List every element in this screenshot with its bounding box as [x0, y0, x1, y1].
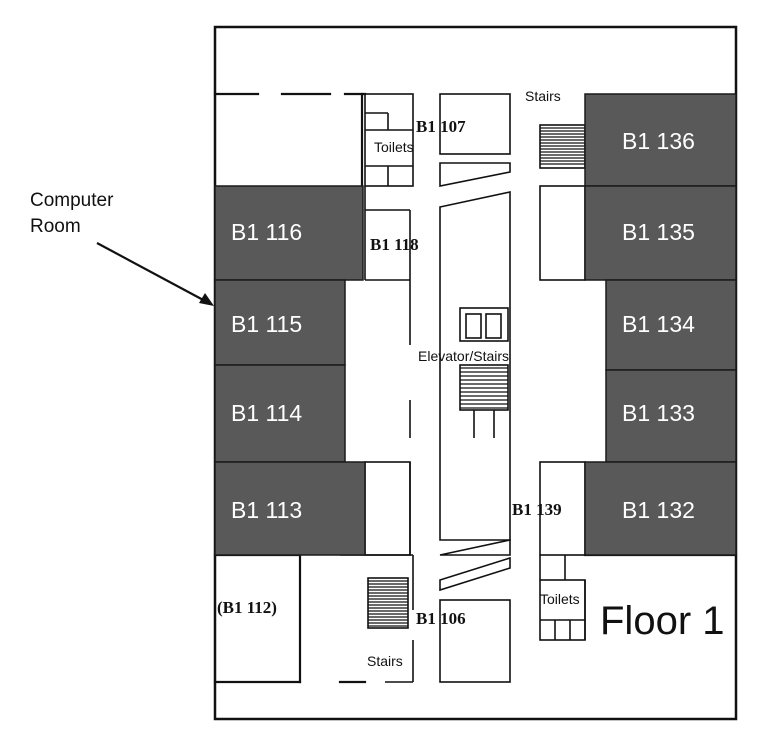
label-b1-135: B1 135: [622, 219, 695, 245]
label-elevator-stairs: Elevator/Stairs: [418, 348, 509, 364]
room-b1-133[interactable]: [605, 369, 737, 463]
label-b1-133: B1 133: [622, 400, 695, 426]
callout-arrow-icon: [96, 242, 214, 306]
room-b1-113[interactable]: [214, 461, 366, 556]
label-b1-107: B1 107: [416, 117, 466, 136]
floor-label: Floor 1: [600, 599, 725, 643]
label-b1-115: B1 115: [231, 311, 302, 337]
label-b1-136: B1 136: [622, 128, 695, 154]
room-b1-114[interactable]: [214, 364, 346, 463]
label-b1-106: B1 106: [416, 609, 466, 628]
label-stairs-bottom: Stairs: [367, 653, 403, 669]
room-b1-136[interactable]: [584, 93, 737, 187]
label-toilets-top: Toilets: [374, 139, 414, 155]
stairs-top-icon: [539, 124, 586, 169]
label-toilets-bottom: Toilets: [540, 591, 580, 607]
callout-text-line2: Room: [30, 216, 81, 237]
callout-text-line1: Computer: [30, 190, 114, 211]
room-b1-116[interactable]: [214, 185, 364, 281]
label-stairs-top: Stairs: [525, 88, 561, 104]
room-b1-132[interactable]: [584, 461, 737, 556]
elevator-icon: [459, 307, 509, 342]
label-b1-139: B1 139: [512, 500, 562, 519]
label-b1-134: B1 134: [622, 311, 695, 337]
label-b1-113: B1 113: [231, 497, 302, 523]
label-b1-112: (B1 112): [217, 598, 277, 617]
central-stairs-icon: [459, 364, 509, 438]
label-b1-114: B1 114: [231, 400, 302, 426]
stairs-bottom-icon: [367, 577, 409, 629]
label-b1-132: B1 132: [622, 497, 695, 523]
label-b1-118: B1 118: [370, 235, 419, 254]
room-b1-134[interactable]: [605, 279, 737, 371]
room-b1-115[interactable]: [214, 279, 346, 366]
label-b1-116: B1 116: [231, 219, 302, 245]
room-b1-135[interactable]: [584, 185, 737, 281]
